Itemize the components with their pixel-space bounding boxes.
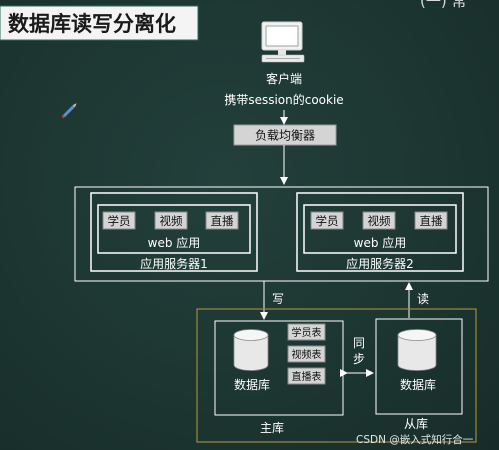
table-box [287,345,326,363]
computer-icon [261,21,305,63]
server-label: 应用服务器2 [346,256,414,271]
sync-label-line2: 步 [353,352,365,366]
table-label: 视频表 [292,348,322,361]
tag-label: 视频 [160,214,183,228]
web-app-1-frame [97,204,251,254]
slave-caption: 从库 [404,416,428,431]
tag-box [205,211,239,230]
sync-label-line1: 同 [353,336,365,350]
server-label: 应用服务器1 [140,256,208,271]
client-note: 携带session的cookie [224,92,343,107]
tag-label: 学员 [316,214,339,228]
master-db-group: 数据库 学员表 视频表 直播表 主库 [214,320,344,435]
table-label: 直播表 [292,370,322,383]
tag-label: 直播 [420,214,443,228]
app-server-1-frame [90,192,258,272]
slave-db-group: 数据库 从库 [375,318,463,431]
app-server-1: 学员 视频 直播 web 应用 应用服务器1 [90,192,258,272]
corner-fragment: (一) 常 [420,0,466,10]
slave-db-label: 数据库 [400,377,436,392]
title-border [0,5,199,41]
load-balancer-box [233,124,337,146]
web-app-label: web 应用 [354,235,407,250]
slave-db-frame [375,318,463,415]
client-label: 客户端 [266,71,302,86]
read-label: 读 [417,292,429,306]
tag-label: 学员 [108,214,131,228]
web-app-2-frame [303,204,457,254]
title-background [0,6,198,40]
tag-label: 视频 [368,214,391,228]
tag-box [362,211,396,230]
tag-label: 直播 [211,214,234,228]
master-db-label: 数据库 [234,377,270,392]
app-server-2-frame [296,192,464,272]
title-block: 数据库读写分离化 [0,5,199,41]
database-icon [397,329,437,371]
watermark: CSDN @嵌入式知行合一 [356,433,474,446]
table-label: 学员表 [292,326,322,339]
app-server-2: 学员 视频 直播 web 应用 应用服务器2 [296,192,464,272]
table-box [287,323,326,341]
tag-box [414,211,448,230]
load-balancer-label: 负载均衡器 [255,129,315,143]
server-cluster-box [74,186,489,282]
table-box [287,367,326,385]
write-label: 写 [272,292,284,306]
tag-box [154,211,188,230]
master-caption: 主库 [260,420,284,435]
tag-box [102,211,136,230]
pen-icon [61,103,77,119]
tag-box [310,211,344,230]
database-icon [233,329,269,371]
web-app-label: web 应用 [148,235,201,250]
page-title: 数据库读写分离化 [8,12,176,36]
master-db-frame [214,320,344,416]
database-cluster-box [196,308,477,443]
